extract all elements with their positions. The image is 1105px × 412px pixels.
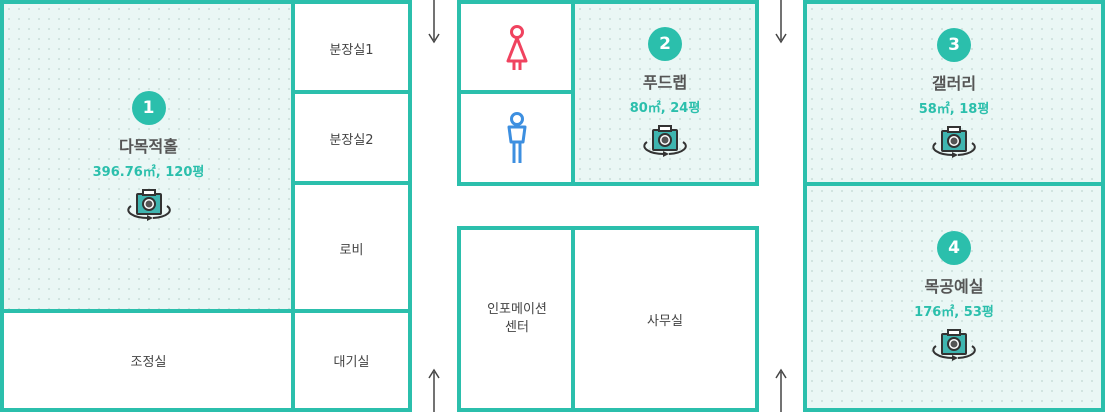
room-info-center[interactable]: 인포메이션 센터 xyxy=(457,226,577,412)
camera-360-icon[interactable] xyxy=(928,125,980,161)
arrow-down-icon xyxy=(775,0,787,44)
room-area: 58㎡, 18평 xyxy=(918,101,990,117)
room-name: 푸드랩 xyxy=(642,72,688,92)
room-dressing-2[interactable]: 분장실2 xyxy=(291,90,412,187)
room-main-hall[interactable]: 1 다목적홀 396.76㎡, 120평 xyxy=(0,0,297,315)
room-lobby[interactable]: 로비 xyxy=(291,181,412,315)
arrow-down-icon xyxy=(428,0,440,44)
camera-360-icon[interactable] xyxy=(639,124,691,160)
female-restroom[interactable] xyxy=(457,0,577,96)
room-number-badge: 1 xyxy=(131,91,166,125)
room-name: 로비 xyxy=(339,242,364,258)
room-name: 갤러리 xyxy=(931,73,977,93)
camera-360-icon[interactable] xyxy=(123,188,175,224)
room-control[interactable]: 조정실 xyxy=(0,309,297,412)
room-name: 인포메이션 센터 xyxy=(487,302,547,335)
room-name: 분장실2 xyxy=(329,133,374,148)
room-office[interactable]: 사무실 xyxy=(571,226,759,412)
room-name: 조정실 xyxy=(130,355,167,370)
room-foodlab[interactable]: 2 푸드랩 80㎡, 24평 xyxy=(571,0,759,186)
female-restroom-icon xyxy=(506,25,528,70)
room-dressing-1[interactable]: 분장실1 xyxy=(291,0,412,96)
male-restroom[interactable] xyxy=(457,90,577,186)
room-area: 80㎡, 24평 xyxy=(629,100,701,116)
room-name: 사무실 xyxy=(647,313,683,329)
room-number-badge: 4 xyxy=(937,230,971,265)
room-waiting[interactable]: 대기실 xyxy=(291,309,412,412)
room-area: 396.76㎡, 120평 xyxy=(92,165,205,180)
room-number-badge: 2 xyxy=(648,26,682,61)
room-gallery[interactable]: 3 갤러리 58㎡, 18평 xyxy=(803,0,1105,188)
arrow-up-icon xyxy=(428,368,440,412)
room-name: 다목적홀 xyxy=(119,137,178,156)
arrow-up-icon xyxy=(775,368,787,412)
male-restroom-icon xyxy=(507,112,527,163)
room-area: 176㎡, 53평 xyxy=(914,304,994,320)
camera-360-icon[interactable] xyxy=(928,328,980,364)
room-woodshop[interactable]: 4 목공예실 176㎡, 53평 xyxy=(803,182,1105,412)
room-name: 목공예실 xyxy=(924,276,984,296)
room-name: 대기실 xyxy=(333,355,370,370)
room-name: 분장실1 xyxy=(329,42,374,58)
room-number-badge: 3 xyxy=(937,27,971,62)
